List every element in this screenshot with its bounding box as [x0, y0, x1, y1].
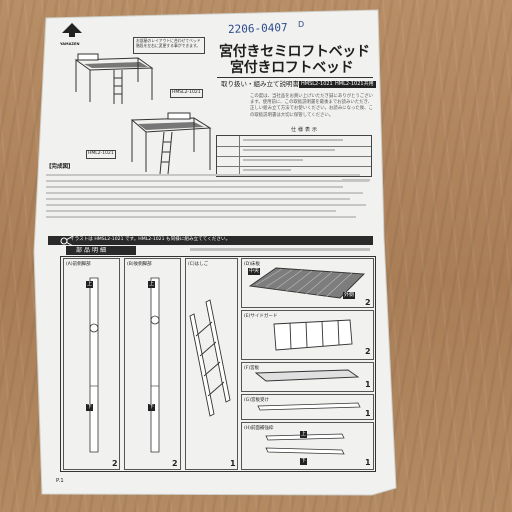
part-panel-g — [241, 394, 374, 420]
part-qty-c: 1 — [230, 459, 236, 468]
part-panel-c — [185, 258, 238, 470]
floor-board-outer-tag: 外側 — [343, 292, 356, 299]
headboard-shelf-drawing — [254, 369, 360, 382]
part-qty-f: 1 — [365, 380, 371, 389]
part-name-e: (E)サイドガード — [244, 314, 278, 319]
model-badge-2: HML2-1021共用 — [333, 81, 376, 88]
part-name-d: (D)床板 — [244, 262, 260, 267]
parts-grid — [60, 256, 376, 472]
part-name-a: (A)前側脚部 — [66, 262, 91, 267]
part-panel-h — [241, 422, 374, 470]
part-panel-f — [241, 362, 374, 392]
part-panel-b — [124, 258, 181, 470]
part-qty-b: 2 — [172, 459, 178, 468]
part-panel-e — [241, 310, 374, 360]
rear-leg-drawing — [150, 277, 160, 453]
model-badge-1: HMSL2-1021 — [299, 81, 335, 88]
spec-table — [216, 135, 372, 177]
part-panel-a — [63, 258, 120, 470]
part-qty-d: 2 — [365, 298, 371, 307]
loft-bed-illustration — [130, 112, 212, 175]
page-number: P.1 — [56, 478, 64, 484]
spec-title: 仕様表示 — [291, 127, 320, 133]
bed-label-1: HMSL2-1021 — [170, 89, 203, 98]
part-name-f: (F)宮板 — [244, 366, 260, 371]
side-guard-drawing — [273, 319, 353, 351]
bed-label-2: HML2-1021 — [86, 150, 116, 159]
parts-header-note — [190, 248, 370, 251]
stamp-mark: D — [298, 20, 305, 29]
layout-note-box: お部屋のレイアウトに合わせてベッド階段を左右に変更する事ができます。 — [133, 37, 205, 54]
title-rule — [217, 77, 373, 78]
part-qty-g: 1 — [365, 409, 371, 418]
floor-board-center-tag: 中央 — [248, 268, 261, 275]
semi-loft-bed-illustration — [74, 53, 154, 104]
front-leg-drawing — [89, 277, 99, 453]
front-frame-bottom-tag: 下 — [300, 458, 308, 465]
illustration-note-bar: イラストは HMSL2-1021 です。HML2-1021 も同様に組み立ててく… — [48, 236, 373, 245]
front-leg-top-tag: 上 — [86, 281, 94, 288]
finished-label: 【完成図】 — [46, 164, 74, 170]
title-line-2: 宮付きロフトベッド — [230, 60, 354, 76]
part-qty-a: 2 — [112, 459, 118, 468]
part-panel-d — [241, 258, 374, 308]
parts-section-title: 部品明細 — [76, 247, 109, 254]
part-name-b: (B)後側脚部 — [127, 262, 152, 267]
front-frame-drawing — [265, 433, 345, 455]
front-frame-top-tag: 上 — [300, 431, 308, 438]
part-name-g: (G)宮板受け — [244, 398, 269, 403]
part-qty-e: 2 — [365, 347, 371, 356]
front-leg-bottom-tag: 下 — [86, 404, 94, 411]
yamazen-logo-icon — [62, 23, 82, 37]
rear-leg-top-tag: 上 — [148, 281, 156, 288]
illustration-note: イラストは HMSL2-1021 です。HML2-1021 も同様に組み立ててく… — [70, 237, 231, 242]
floor-board-drawing — [248, 267, 366, 299]
rear-leg-bottom-tag: 下 — [148, 404, 156, 411]
shelf-support-drawing — [257, 402, 361, 411]
warning-text-block — [46, 174, 376, 222]
part-name-c: (C)はしご — [188, 262, 209, 267]
handwritten-number: 2206-0407 — [227, 20, 288, 37]
part-name-h: (H)前面補強枠 — [244, 426, 274, 431]
layout-note-text: お部屋のレイアウトに合わせてベッド階段を左右に変更する事ができます。 — [136, 38, 201, 48]
subtitle: 取り扱い・組み立て説明書 — [221, 80, 299, 88]
intro-text: この度は、当社品をお買い上げいただき誠にありがとうございます。使用前に、この取扱… — [250, 94, 373, 118]
brand-logo-text: YAMAZEN — [60, 42, 80, 46]
scissors-icon — [60, 235, 74, 247]
part-qty-h: 1 — [365, 458, 371, 467]
intro-paragraph: この度は、当社品をお買い上げいただき誠にありがとうございます。使用前に、この取扱… — [250, 94, 376, 119]
parts-section-header — [66, 246, 136, 255]
title-line-1: 宮付きセミロフトベッド — [219, 44, 370, 60]
ladder-drawing — [189, 299, 231, 417]
